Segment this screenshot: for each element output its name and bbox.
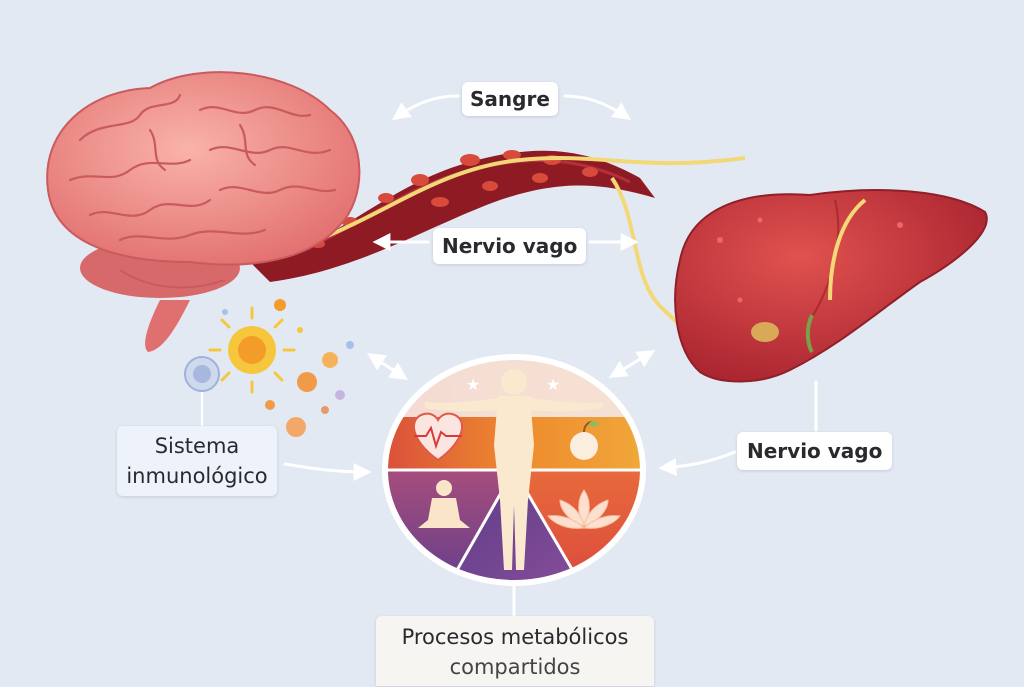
metabolic-processes-label-line1: Procesos metabólicos	[401, 625, 629, 649]
connection-arrows	[283, 94, 818, 618]
immune-system-label-line2: inmunológico	[126, 464, 268, 488]
immune-system-label: Sistema inmunológico	[117, 426, 277, 496]
liver-icon	[674, 189, 988, 383]
brain-icon	[46, 71, 361, 352]
vagus-nerve-label-top: Nervio vago	[433, 228, 587, 264]
vagus-nerve-line	[257, 156, 746, 258]
heart-rate-icon	[413, 412, 463, 462]
immune-system-label-line1: Sistema	[154, 434, 240, 458]
human-figure-icon	[425, 369, 603, 570]
star-icon: ★	[466, 375, 480, 394]
metabolic-processes-label: Procesos metabólicos compartidos	[376, 616, 654, 686]
vagus-nerve-label-right: Nervio vago	[737, 432, 893, 470]
metabolic-processes-label-line2: compartidos	[449, 655, 581, 679]
blood-label: Sangre	[462, 82, 558, 116]
lotus-icon	[547, 489, 621, 529]
star-icon: ★	[546, 375, 560, 394]
apple-icon	[570, 421, 599, 460]
immune-cells-icon	[184, 299, 354, 437]
meditation-icon	[418, 480, 470, 528]
